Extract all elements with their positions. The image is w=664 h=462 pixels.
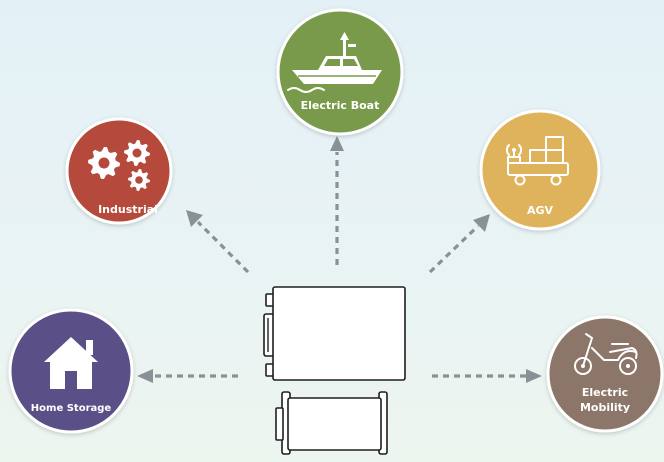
gear-hole (132, 148, 142, 158)
home-storage-label: Home Storage (31, 403, 112, 414)
electric-mobility-label-line1: Electric (582, 386, 628, 399)
house-icon (44, 337, 98, 389)
arrow-to-electric-mobility (432, 369, 542, 383)
gear-hole (135, 176, 143, 184)
industrial-label: Industrial (98, 203, 158, 216)
agv-circle (479, 109, 601, 231)
scooter-icon (574, 333, 638, 375)
electric-mobility-label-line2: Mobility (580, 401, 630, 414)
gears-icon (88, 140, 150, 191)
node-agv (479, 109, 601, 231)
gear-hole (98, 157, 110, 169)
arrow-to-agv (428, 214, 490, 274)
agv-cart-icon (505, 136, 569, 186)
agv-label: AGV (527, 204, 554, 217)
arrow-to-industrial (186, 210, 250, 274)
battery-pack-icon (263, 286, 406, 455)
boat-icon (287, 32, 382, 93)
arrow-to-boat (330, 136, 344, 265)
node-electric-mobility (546, 315, 664, 433)
arrow-to-home-storage (137, 369, 238, 383)
electric-boat-label: Electric Boat (301, 99, 380, 112)
electric-mobility-circle (546, 315, 664, 433)
